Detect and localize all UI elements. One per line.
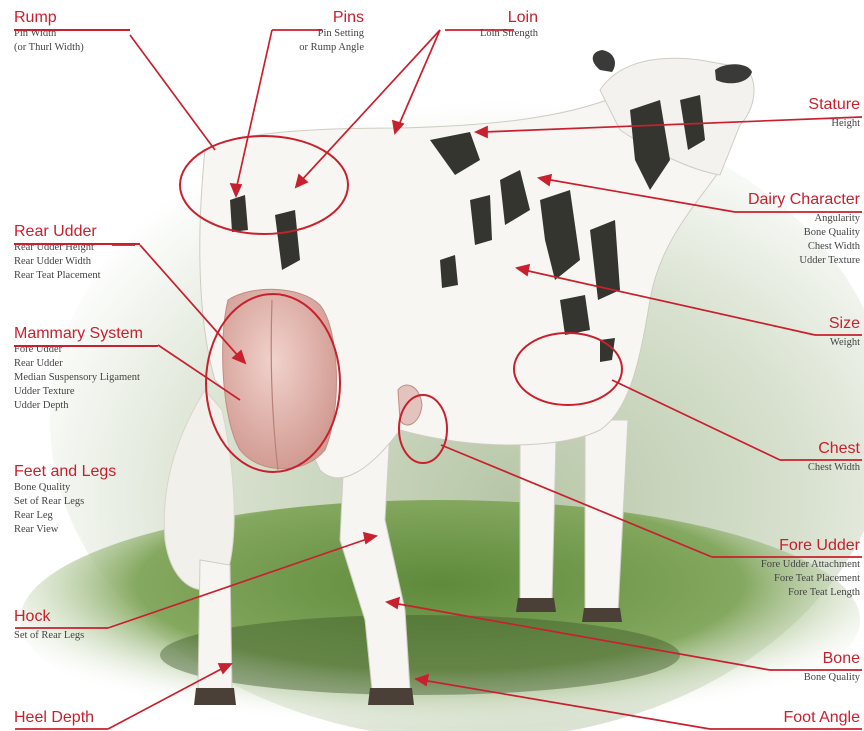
label-loin-line-1: Loin Strength	[480, 27, 538, 41]
label-rump: Rump Pin Width (or Thurl Width)	[14, 8, 84, 55]
label-hock: Hock Set of Rear Legs	[14, 607, 84, 643]
label-pins-line-2: or Rump Angle	[299, 41, 364, 55]
label-foot-angle-title: Foot Angle	[784, 708, 861, 727]
label-mammary-system-underline	[14, 345, 158, 347]
label-mammary-system-line-3: Median Suspensory Ligament	[14, 371, 143, 385]
label-size: Size Weight	[829, 314, 860, 350]
label-rump-title: Rump	[14, 8, 84, 27]
label-fore-udder-line-3: Fore Teat Length	[761, 586, 860, 600]
label-fore-udder-title: Fore Udder	[761, 536, 860, 555]
label-chest-line-1: Chest Width	[808, 461, 860, 475]
label-stature: Stature Height	[808, 95, 860, 131]
label-pins-title: Pins	[299, 8, 364, 27]
label-feet-and-legs-title: Feet and Legs	[14, 462, 116, 481]
label-pins: Pins Pin Setting or Rump Angle	[299, 8, 364, 55]
label-rear-udder-title: Rear Udder	[14, 222, 101, 241]
label-dairy-character-line-1: Angularity	[748, 212, 860, 226]
label-bone-title: Bone	[804, 649, 860, 668]
label-bone-line-1: Bone Quality	[804, 671, 860, 685]
label-hock-title: Hock	[14, 607, 84, 626]
label-fore-udder: Fore Udder Fore Udder Attachment Fore Te…	[761, 536, 860, 600]
label-heel-depth-title: Heel Depth	[14, 708, 94, 727]
label-pins-line-1: Pin Setting	[299, 27, 364, 41]
label-loin-title: Loin	[480, 8, 538, 27]
label-mammary-system-line-4: Udder Texture	[14, 385, 143, 399]
label-feet-and-legs-line-4: Rear View	[14, 523, 116, 537]
label-fore-udder-line-2: Fore Teat Placement	[761, 572, 860, 586]
label-rear-udder-line-2: Rear Udder Width	[14, 255, 101, 269]
label-dairy-character-line-3: Chest Width	[748, 240, 860, 254]
label-mammary-system-line-2: Rear Udder	[14, 357, 143, 371]
label-bone: Bone Bone Quality	[804, 649, 860, 685]
label-stature-title: Stature	[808, 95, 860, 114]
label-rear-udder: Rear Udder Rear Udder Height Rear Udder …	[14, 222, 101, 283]
label-loin: Loin Loin Strength	[480, 8, 538, 41]
label-feet-and-legs-line-2: Set of Rear Legs	[14, 495, 116, 509]
label-stature-line-1: Height	[808, 117, 860, 131]
label-hock-line-1: Set of Rear Legs	[14, 629, 84, 643]
label-mammary-system-line-5: Udder Depth	[14, 399, 143, 413]
label-foot-angle: Foot Angle	[784, 708, 861, 727]
label-size-title: Size	[829, 314, 860, 333]
label-size-line-1: Weight	[829, 336, 860, 350]
label-dairy-character: Dairy Character Angularity Bone Quality …	[748, 190, 860, 268]
label-feet-and-legs-line-3: Rear Leg	[14, 509, 116, 523]
label-fore-udder-line-1: Fore Udder Attachment	[761, 558, 860, 572]
label-feet-and-legs: Feet and Legs Bone Quality Set of Rear L…	[14, 462, 116, 537]
label-chest: Chest Chest Width	[808, 439, 860, 475]
label-dairy-character-line-2: Bone Quality	[748, 226, 860, 240]
label-dairy-character-line-4: Udder Texture	[748, 254, 860, 268]
label-mammary-system: Mammary System Fore Udder Rear Udder Med…	[14, 324, 143, 413]
label-rump-underline	[14, 29, 130, 31]
label-rear-udder-line-3: Rear Teat Placement	[14, 269, 101, 283]
label-chest-title: Chest	[808, 439, 860, 458]
label-rump-line-2: (or Thurl Width)	[14, 41, 84, 55]
label-feet-and-legs-line-1: Bone Quality	[14, 481, 116, 495]
label-mammary-system-title: Mammary System	[14, 324, 143, 343]
label-dairy-character-title: Dairy Character	[748, 190, 860, 209]
label-rear-udder-underline	[14, 243, 140, 245]
label-heel-depth: Heel Depth	[14, 708, 94, 727]
